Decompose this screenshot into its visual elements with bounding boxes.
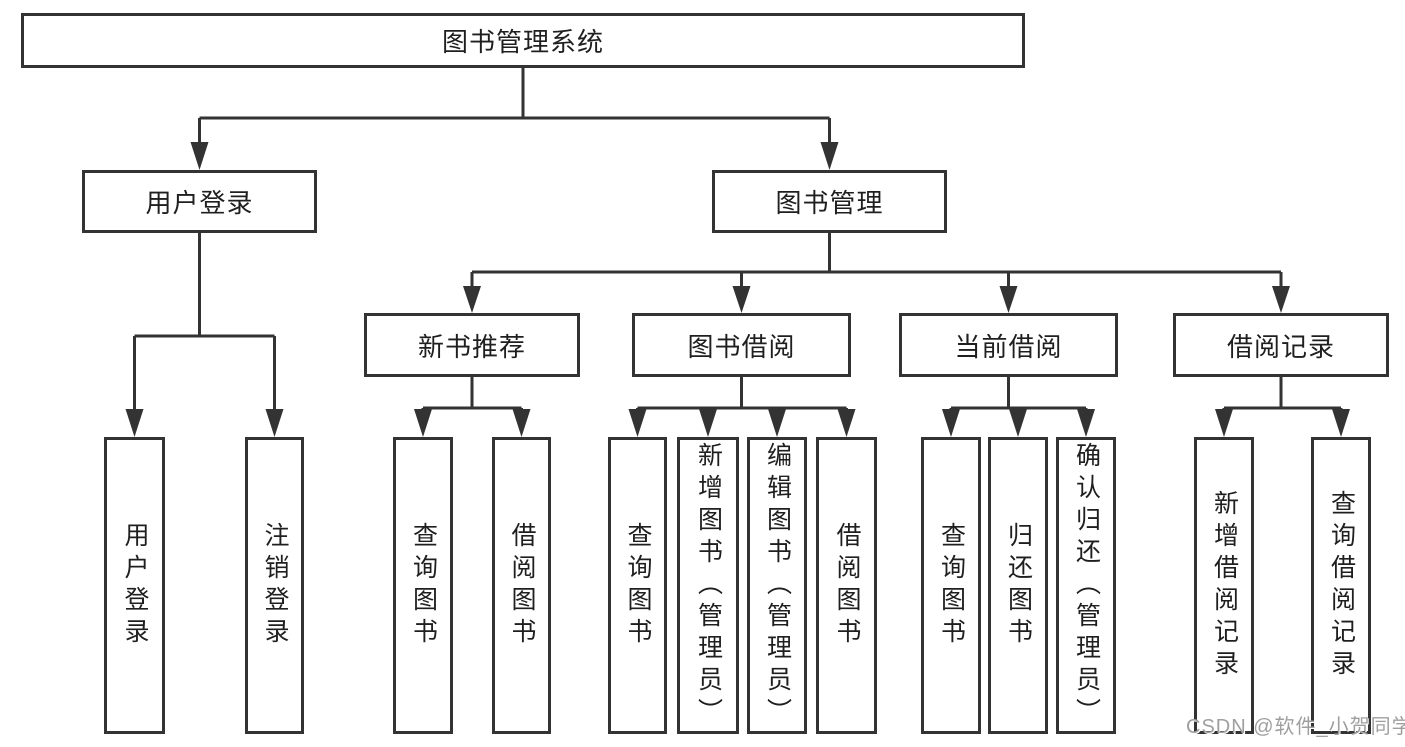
- node-book-management: 图书管理: [712, 170, 947, 233]
- leaf-user-login: 用户登录: [104, 437, 165, 734]
- leaf-query-books-borrowing-label: 查询图书: [624, 521, 652, 650]
- leaf-add-borrow-record-label: 新增借阅记录: [1210, 489, 1239, 682]
- leaf-edit-book-admin: 编辑图书（管理员）: [747, 437, 807, 734]
- node-book-borrowing: 图书借阅: [632, 313, 851, 377]
- node-book-borrowing-label: 图书借阅: [687, 331, 796, 362]
- leaf-user-login-label: 用户登录: [121, 521, 149, 650]
- node-user-login: 用户登录: [82, 170, 317, 233]
- leaf-return-book: 归还图书: [988, 437, 1048, 734]
- node-new-book-recommend-label: 新书推荐: [417, 331, 526, 362]
- leaf-query-borrow-record: 查询借阅记录: [1311, 437, 1371, 734]
- leaf-borrow-books-label: 借阅图书: [833, 521, 861, 650]
- leaf-logout-label: 注销登录: [261, 521, 289, 650]
- leaf-logout: 注销登录: [245, 437, 304, 734]
- leaf-confirm-return-admin: 确认归还（管理员）: [1056, 437, 1116, 734]
- node-book-management-label: 图书管理: [775, 188, 884, 218]
- leaf-query-borrow-record-label: 查询借阅记录: [1327, 489, 1356, 682]
- leaf-query-books-current: 查询图书: [921, 437, 981, 734]
- leaf-add-book-admin: 新增图书（管理员）: [677, 437, 739, 734]
- node-borrowing-records: 借阅记录: [1173, 313, 1389, 377]
- node-root-label: 图书管理系统: [441, 27, 604, 57]
- leaf-query-books-borrowing: 查询图书: [608, 437, 667, 734]
- leaf-add-book-admin-label: 新增图书（管理员）: [694, 441, 723, 730]
- leaf-query-books-current-label: 查询图书: [937, 521, 966, 650]
- leaf-add-borrow-record: 新增借阅记录: [1194, 437, 1254, 734]
- leaf-query-books-recommend-label: 查询图书: [409, 521, 438, 650]
- node-current-borrowing-label: 当前借阅: [954, 331, 1063, 362]
- leaf-query-books-recommend: 查询图书: [393, 437, 453, 734]
- leaf-return-book-label: 归还图书: [1004, 521, 1033, 650]
- node-root: 图书管理系统: [21, 13, 1025, 68]
- leaf-borrow-books-recommend-label: 借阅图书: [508, 521, 536, 650]
- node-user-login-label: 用户登录: [145, 188, 254, 218]
- node-borrowing-records-label: 借阅记录: [1226, 331, 1335, 362]
- leaf-borrow-books: 借阅图书: [816, 437, 877, 734]
- leaf-borrow-books-recommend: 借阅图书: [492, 437, 551, 734]
- leaf-confirm-return-admin-label: 确认归还（管理员）: [1072, 441, 1101, 730]
- node-current-borrowing: 当前借阅: [899, 313, 1118, 377]
- watermark: CSDN @软件_小贺同学: [1186, 716, 1405, 738]
- node-new-book-recommend: 新书推荐: [364, 313, 580, 377]
- leaf-edit-book-admin-label: 编辑图书（管理员）: [763, 441, 792, 730]
